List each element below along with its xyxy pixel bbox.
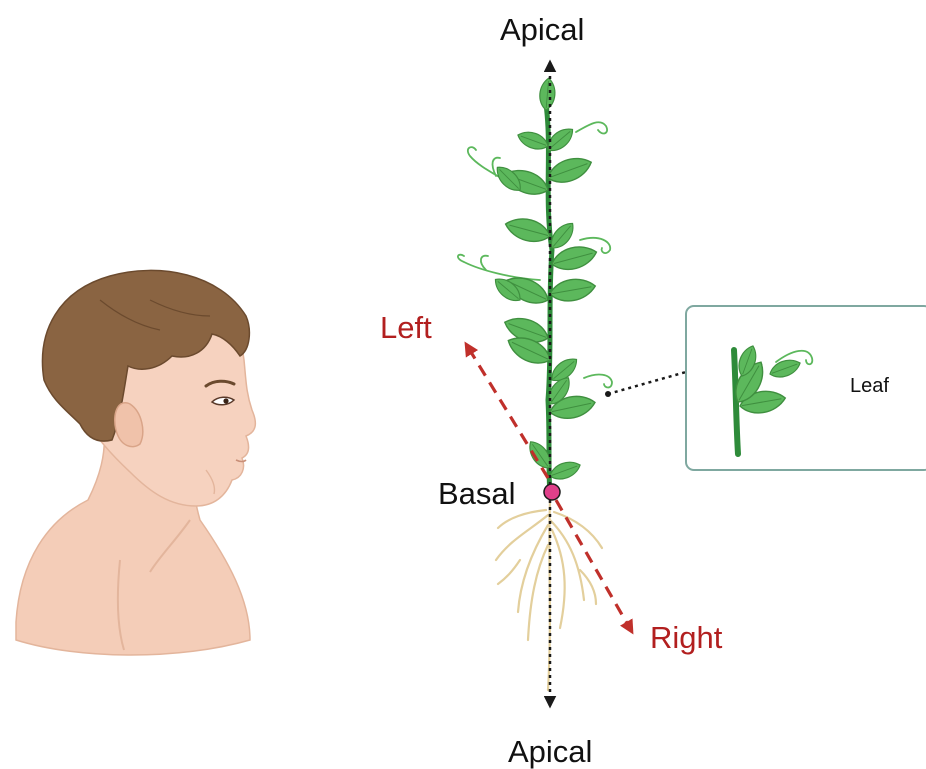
pea-plant-icon (458, 77, 612, 690)
left-label: Left (380, 312, 432, 343)
apical-bottom-label: Apical (508, 736, 592, 767)
basal-point (544, 484, 560, 500)
leaf-callout-connector (608, 372, 686, 394)
leaf-callout-box (686, 306, 926, 470)
leaf-label: Leaf (850, 376, 889, 396)
right-arrow (556, 500, 632, 632)
basal-label: Basal (438, 478, 516, 509)
plant-leaves (491, 77, 599, 483)
right-label: Right (650, 622, 722, 653)
left-arrow (466, 344, 548, 478)
apical-top-label: Apical (500, 14, 584, 45)
human-head-profile-icon (16, 270, 255, 655)
